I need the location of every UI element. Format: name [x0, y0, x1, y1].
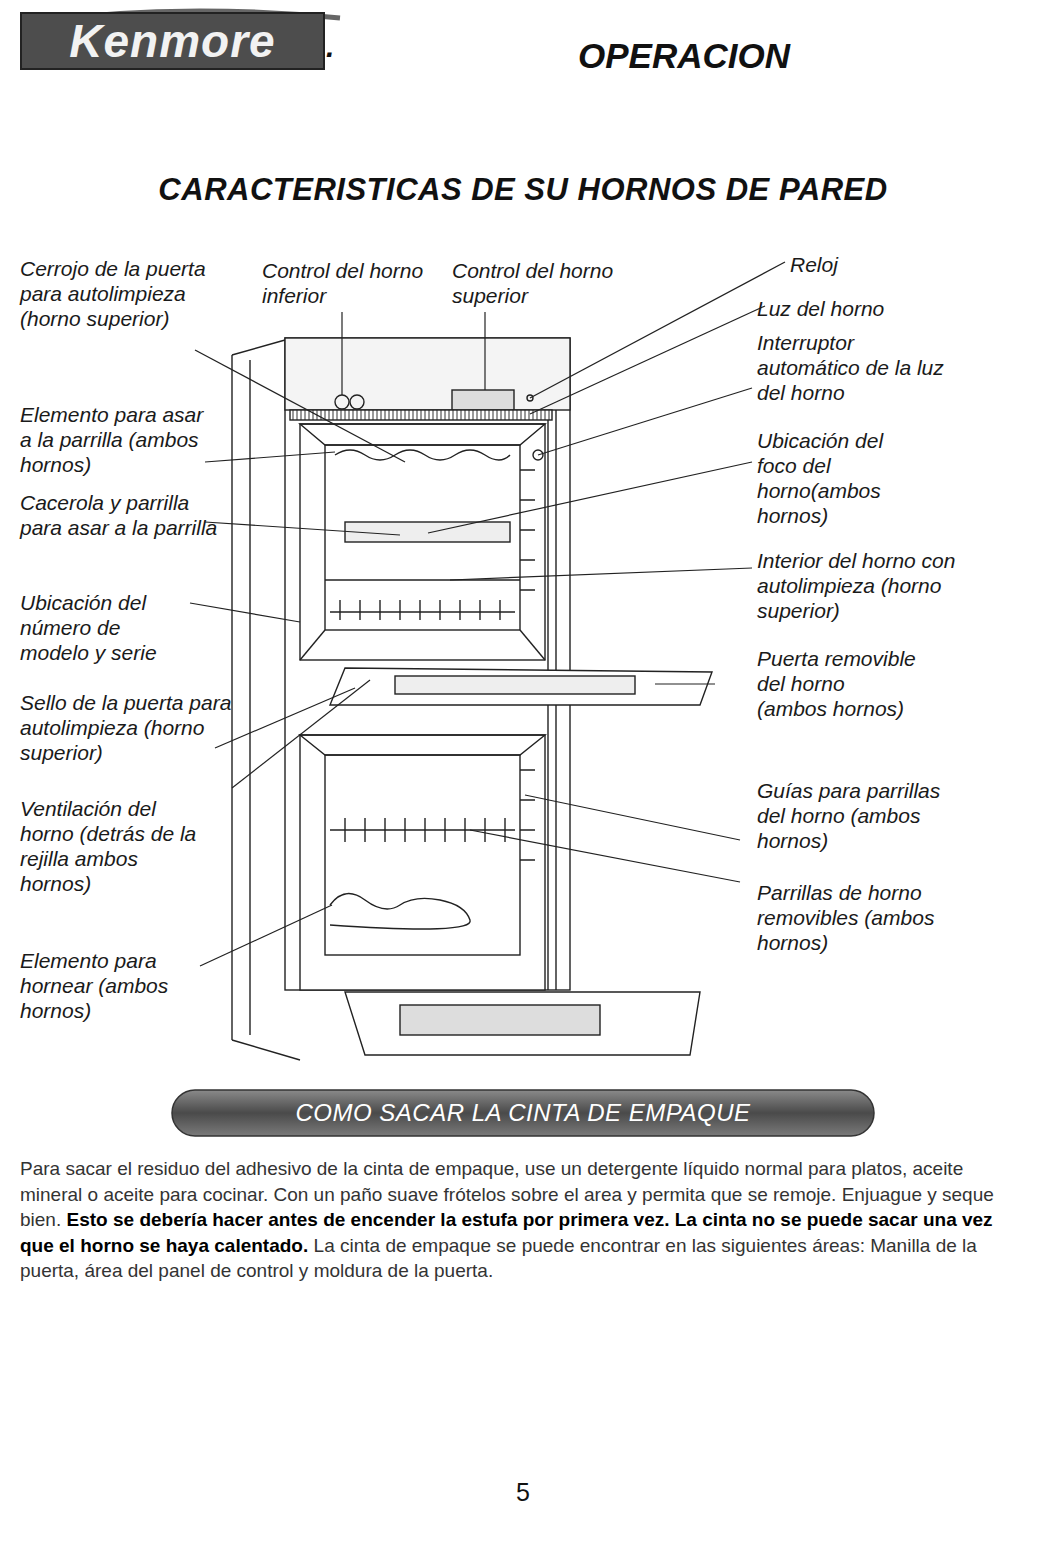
- callout-label: Control del horno inferior: [262, 258, 432, 308]
- callout-label: Cacerola y parrilla para asar a la parri…: [20, 490, 225, 540]
- callout-label: Cerrojo de la puerta para autolimpieza (…: [20, 256, 210, 331]
- logo-dot: .: [326, 30, 334, 64]
- callout-label: Elemento para hornear (ambos hornos): [20, 948, 210, 1023]
- callout-label: Control del horno superior: [452, 258, 667, 308]
- oven-drawing: [232, 338, 712, 1060]
- callout-label: Parrillas de horno removibles (ambos hor…: [757, 880, 957, 955]
- page-title: CARACTERISTICAS DE SU HORNOS DE PARED: [0, 172, 1046, 208]
- callout-label: Interior del horno con autolimpieza (hor…: [757, 548, 957, 623]
- callout-label: Elemento para asar a la parrilla (ambos …: [20, 402, 220, 477]
- section-heading: COMO SACAR LA CINTA DE EMPAQUE: [295, 1099, 750, 1127]
- page-number: 5: [0, 1478, 1046, 1507]
- callout-label: Ventilación del horno (detrás de la reji…: [20, 796, 210, 896]
- callout-label: Sello de la puerta para autolimpieza (ho…: [20, 690, 235, 765]
- callout-label: Reloj: [790, 252, 890, 277]
- callout-label: Interruptor automático de la luz del hor…: [757, 330, 957, 405]
- section-title: OPERACION: [578, 36, 790, 76]
- callout-label: Guías para parrillas del horno (ambos ho…: [757, 778, 972, 853]
- section-band: COMO SACAR LA CINTA DE EMPAQUE: [172, 1090, 874, 1136]
- callout-label: Luz del horno: [757, 296, 957, 321]
- paragraph: Para sacar el residuo del adhesivo de la…: [20, 1156, 1020, 1284]
- section-band-shape: [172, 1090, 874, 1136]
- callout-label: Puerta removible del horno (ambos hornos…: [757, 646, 917, 721]
- brand-logo: Kenmore: [20, 12, 325, 70]
- callout-label: Ubicación del número de modelo y serie: [20, 590, 190, 665]
- leader-lines: [190, 262, 785, 966]
- logo-text: Kenmore: [69, 14, 275, 68]
- callout-label: Ubicación del foco del horno(ambos horno…: [757, 428, 917, 528]
